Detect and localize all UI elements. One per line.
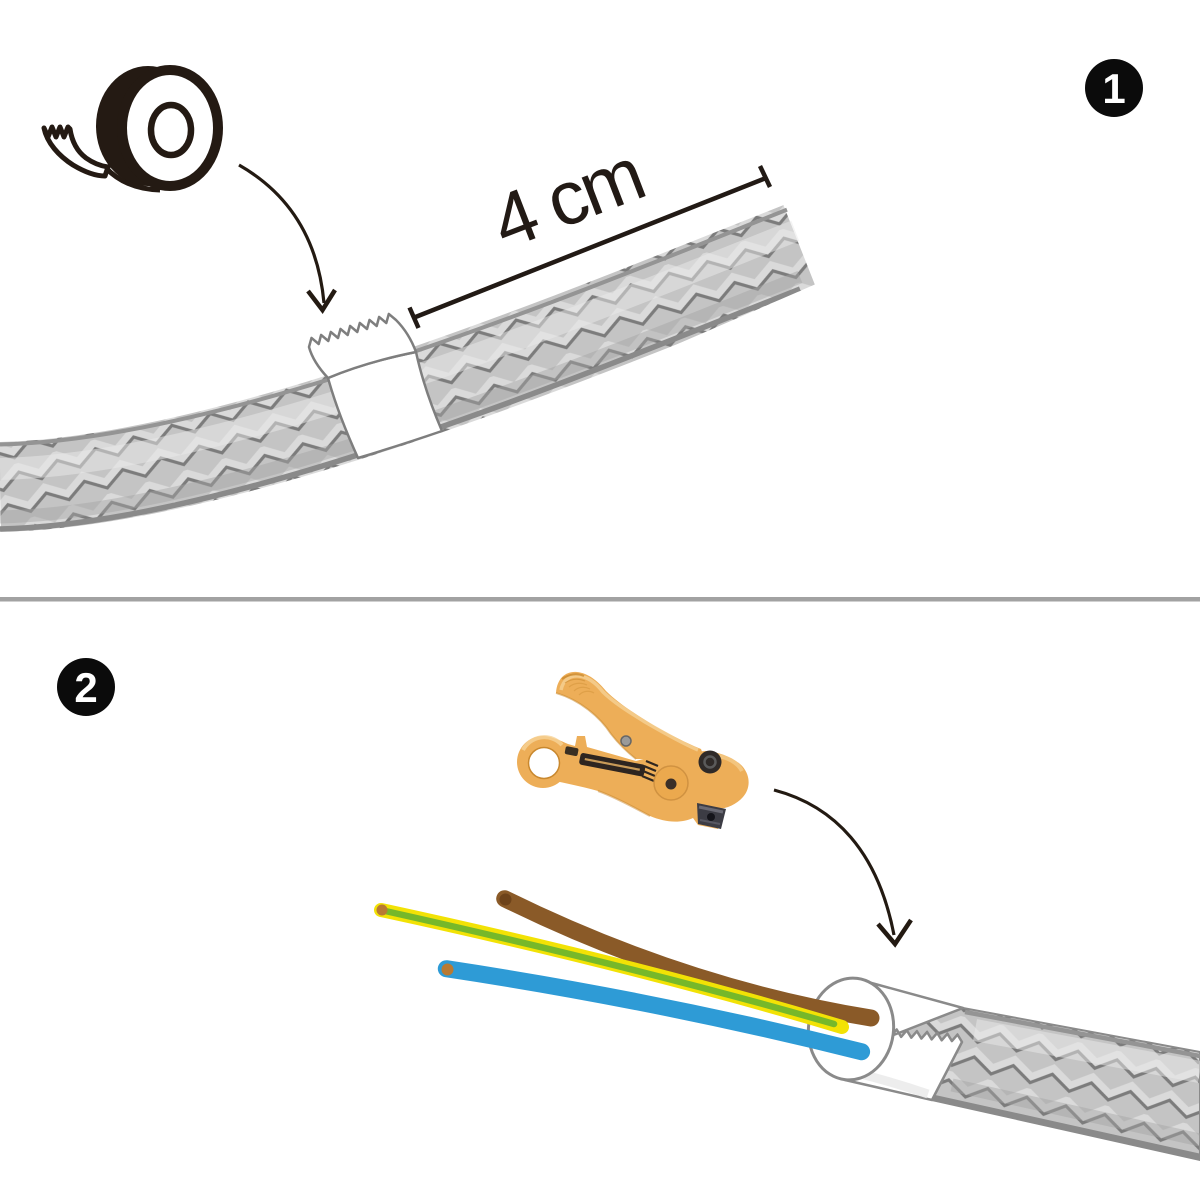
svg-text:1: 1 (1102, 65, 1125, 112)
svg-text:2: 2 (74, 664, 97, 711)
